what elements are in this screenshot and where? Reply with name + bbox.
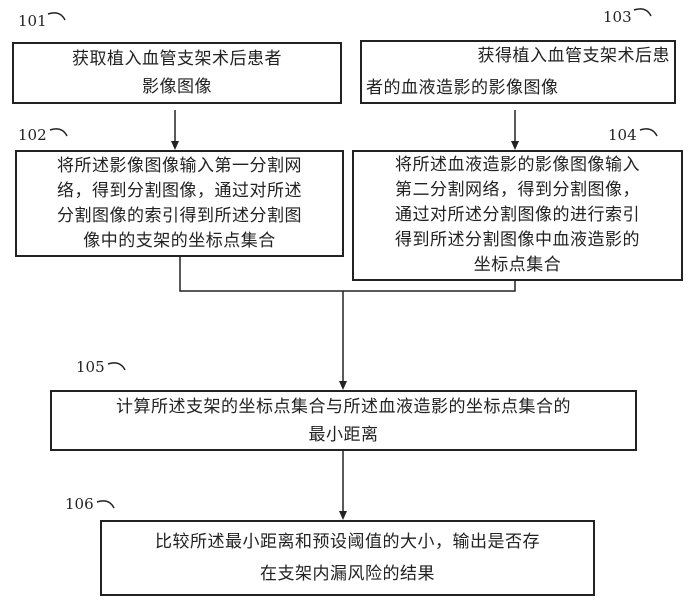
step-label-104: 104 (608, 126, 637, 144)
step-text: 分割图像的索引得到所述分割图 (57, 205, 302, 226)
step-text: 坐标点集合 (473, 255, 562, 275)
label-hook-102 (49, 128, 68, 137)
step-label-105: 105 (76, 358, 105, 376)
step-box-102: 将所述影像图像输入第一分割网 络，得到分割图像，通过对所述 分割图像的索引得到所… (15, 150, 344, 257)
step-text: 通过对所述分割图像的进行索引 (395, 205, 640, 225)
step-text: 将所述血液造影的影像图像输入 (395, 155, 640, 175)
step-label-101: 101 (18, 12, 47, 30)
label-hook-104 (639, 128, 658, 137)
step-text: 络，得到分割图像，通过对所述 (57, 180, 302, 201)
step-text: 最小距离 (308, 424, 379, 445)
step-text: 将所述影像图像输入第一分割网 (57, 155, 302, 176)
step-label-103: 103 (603, 8, 632, 26)
label-hook-105 (107, 362, 126, 371)
label-hook-103 (633, 8, 652, 17)
merge-line (179, 256, 516, 292)
step-text: 者的血液造影的影像图像 (366, 78, 559, 98)
step-text: 影像图像 (142, 77, 212, 97)
label-hook-101 (47, 12, 66, 21)
step-label-106: 106 (65, 495, 94, 513)
step-text: 在支架内漏风险的结果 (260, 564, 435, 584)
step-text: 获得植入血管支架术后患 (477, 46, 670, 66)
label-hook-106 (96, 500, 115, 509)
step-text: 计算所述支架的坐标点集合与所述血液造影的坐标点集合的 (116, 396, 571, 417)
step-box-106: 比较所述最小距离和预设阈值的大小，输出是否存 在支架内漏风险的结果 (100, 520, 595, 596)
step-text: 第二分割网络，得到分割图像， (395, 180, 640, 200)
step-text: 比较所述最小距离和预设阈值的大小，输出是否存 (155, 532, 540, 552)
step-box-105: 计算所述支架的坐标点集合与所述血液造影的坐标点集合的 最小距离 (50, 390, 637, 451)
step-text: 获取植入血管支架术后患者 (72, 49, 282, 69)
step-label-102: 102 (18, 126, 47, 144)
step-box-101: 获取植入血管支架术后患者 影像图像 (12, 42, 342, 104)
step-text: 得到所述分割图像中血液造影的 (395, 230, 640, 250)
step-box-103: 获得植入血管支架术后患 者的血液造影的影像图像 (360, 40, 676, 104)
step-text: 像中的支架的坐标点集合 (83, 230, 276, 251)
step-box-104: 将所述血液造影的影像图像输入 第二分割网络，得到分割图像， 通过对所述分割图像的… (352, 150, 683, 281)
